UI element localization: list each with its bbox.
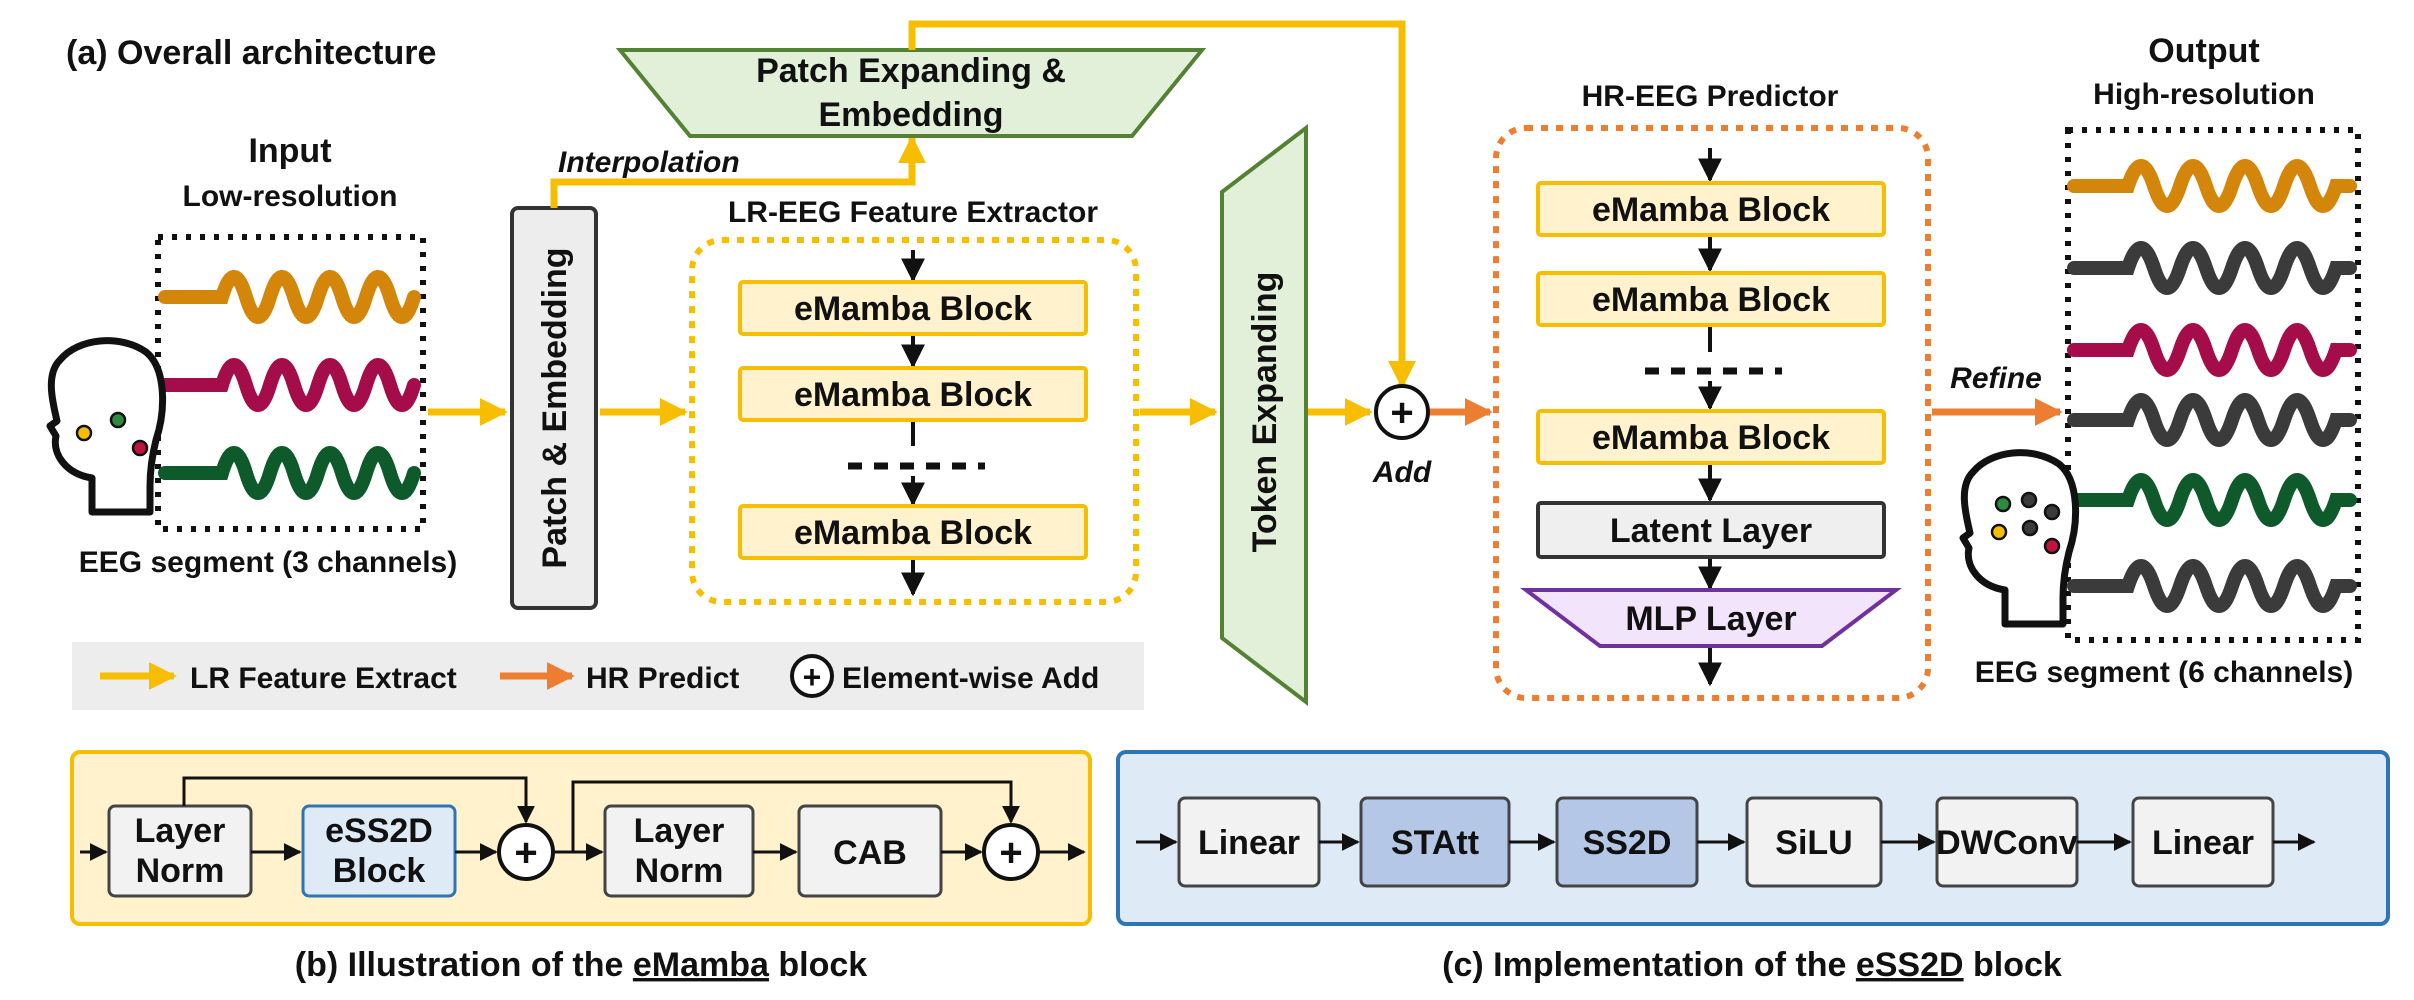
b-ess2d-line2: Block xyxy=(333,852,426,890)
input-head-icon xyxy=(46,337,167,516)
hr-predictor-box xyxy=(1493,125,1931,701)
lr-extractor-title: LR-EEG Feature Extractor xyxy=(728,196,1098,229)
c-linear-1-label: Linear xyxy=(1198,824,1300,862)
legend-add-icon xyxy=(790,654,834,698)
lr-emamba-block-3 xyxy=(738,504,1088,560)
output-wave-5 xyxy=(2067,473,2357,527)
arrow-interpolation xyxy=(550,135,926,208)
legend-add-symbol: + xyxy=(803,659,822,695)
c-linear-2-label: Linear xyxy=(2152,824,2254,862)
output-wave-2 xyxy=(2067,241,2357,295)
lr-emamba-block-1 xyxy=(738,280,1088,336)
panel-b-caption: (b) Illustration of the eMamba block xyxy=(295,946,867,984)
panel-c-caption-prefix: (c) Implementation of the xyxy=(1442,946,1856,984)
output-caption: EEG segment (6 channels) xyxy=(1975,656,2353,689)
hr-emamba-block-3 xyxy=(1536,409,1886,465)
mlp-layer-label: MLP Layer xyxy=(1625,600,1796,638)
hr-emamba-block-2 xyxy=(1536,271,1886,327)
interpolation-label: Interpolation xyxy=(558,146,740,179)
output-head-icon xyxy=(1959,449,2080,628)
output-subheading: High-resolution xyxy=(2093,78,2315,111)
output-wave-3 xyxy=(2067,323,2357,377)
legend-hr-label: HR Predict xyxy=(586,662,739,695)
patch-expanding-trapezoid xyxy=(615,48,1207,138)
panel-b-caption-suffix: block xyxy=(769,946,867,984)
add-node xyxy=(1374,384,1430,440)
mlp-layer-trapezoid xyxy=(1520,588,1902,648)
output-heading: Output xyxy=(2148,32,2259,70)
b-add-2-symbol: + xyxy=(999,831,1022,875)
patch-expanding-line1: Patch Expanding & xyxy=(756,52,1066,90)
add-node-symbol: + xyxy=(1390,391,1413,435)
lr-emamba-label-3: eMamba Block xyxy=(794,514,1032,552)
output-wave-1 xyxy=(2067,159,2357,213)
panel-b-caption-prefix: (b) Illustration of the xyxy=(295,946,633,984)
legend-bar xyxy=(72,642,1144,710)
refine-label: Refine xyxy=(1950,362,2042,395)
output-eeg-box xyxy=(2065,127,2361,643)
input-subheading: Low-resolution xyxy=(183,180,398,213)
latent-layer-box xyxy=(1536,501,1886,559)
input-wave-3 xyxy=(158,446,421,500)
input-wave-1 xyxy=(158,270,421,324)
b-layernorm-1-line1: Layer xyxy=(135,812,226,850)
lr-emamba-label-2: eMamba Block xyxy=(794,376,1032,414)
b-ess2d-line1: eSS2D xyxy=(325,812,433,850)
b-add-1-symbol: + xyxy=(514,831,537,875)
panel-a-title: (a) Overall architecture xyxy=(66,34,436,72)
legend-lr-label: LR Feature Extract xyxy=(190,662,457,695)
output-wave-6 xyxy=(2067,559,2357,613)
panel-c-caption: (c) Implementation of the eSS2D block xyxy=(1442,946,2062,984)
latent-layer-label: Latent Layer xyxy=(1610,512,1812,550)
c-ss2d-label: SS2D xyxy=(1583,824,1672,862)
input-caption: EEG segment (3 channels) xyxy=(79,546,457,579)
b-layernorm-2-line1: Layer xyxy=(634,812,725,850)
patch-expanding-line2: Embedding xyxy=(818,96,1003,134)
input-wave-2 xyxy=(158,358,421,412)
hr-emamba-block-1 xyxy=(1536,181,1886,237)
add-label: Add xyxy=(1372,456,1432,489)
b-layernorm-1-line2: Norm xyxy=(136,852,225,890)
c-silu-label: SiLU xyxy=(1775,824,1852,862)
b-layernorm-2-line2: Norm xyxy=(635,852,724,890)
patch-embedding-label: Patch & Embedding xyxy=(536,247,574,568)
hr-emamba-label-3: eMamba Block xyxy=(1592,419,1830,457)
b-skip-1 xyxy=(182,776,535,824)
b-cab-label: CAB xyxy=(833,834,907,872)
hr-predictor-title: HR-EEG Predictor xyxy=(1582,80,1839,113)
arrow-expanding-to-add xyxy=(908,20,1416,389)
lr-emamba-label-1: eMamba Block xyxy=(794,290,1032,328)
c-dwconv-label: DWConv xyxy=(1936,824,2078,862)
panel-b-caption-key: eMamba xyxy=(633,946,770,984)
input-heading: Input xyxy=(248,132,331,170)
b-skip-2 xyxy=(571,780,1020,852)
panel-c-caption-key: eSS2D xyxy=(1856,946,1964,984)
token-expanding-label: Token Expanding xyxy=(1246,272,1284,553)
token-expanding-trapezoid xyxy=(1220,123,1308,707)
legend-add-label: Element-wise Add xyxy=(842,662,1099,695)
panel-c-caption-suffix: block xyxy=(1964,946,2062,984)
lr-emamba-block-2 xyxy=(738,366,1088,422)
hr-emamba-label-2: eMamba Block xyxy=(1592,281,1830,319)
c-statt-label: STAtt xyxy=(1391,824,1479,862)
hr-emamba-label-1: eMamba Block xyxy=(1592,191,1830,229)
output-wave-4 xyxy=(2067,393,2357,447)
